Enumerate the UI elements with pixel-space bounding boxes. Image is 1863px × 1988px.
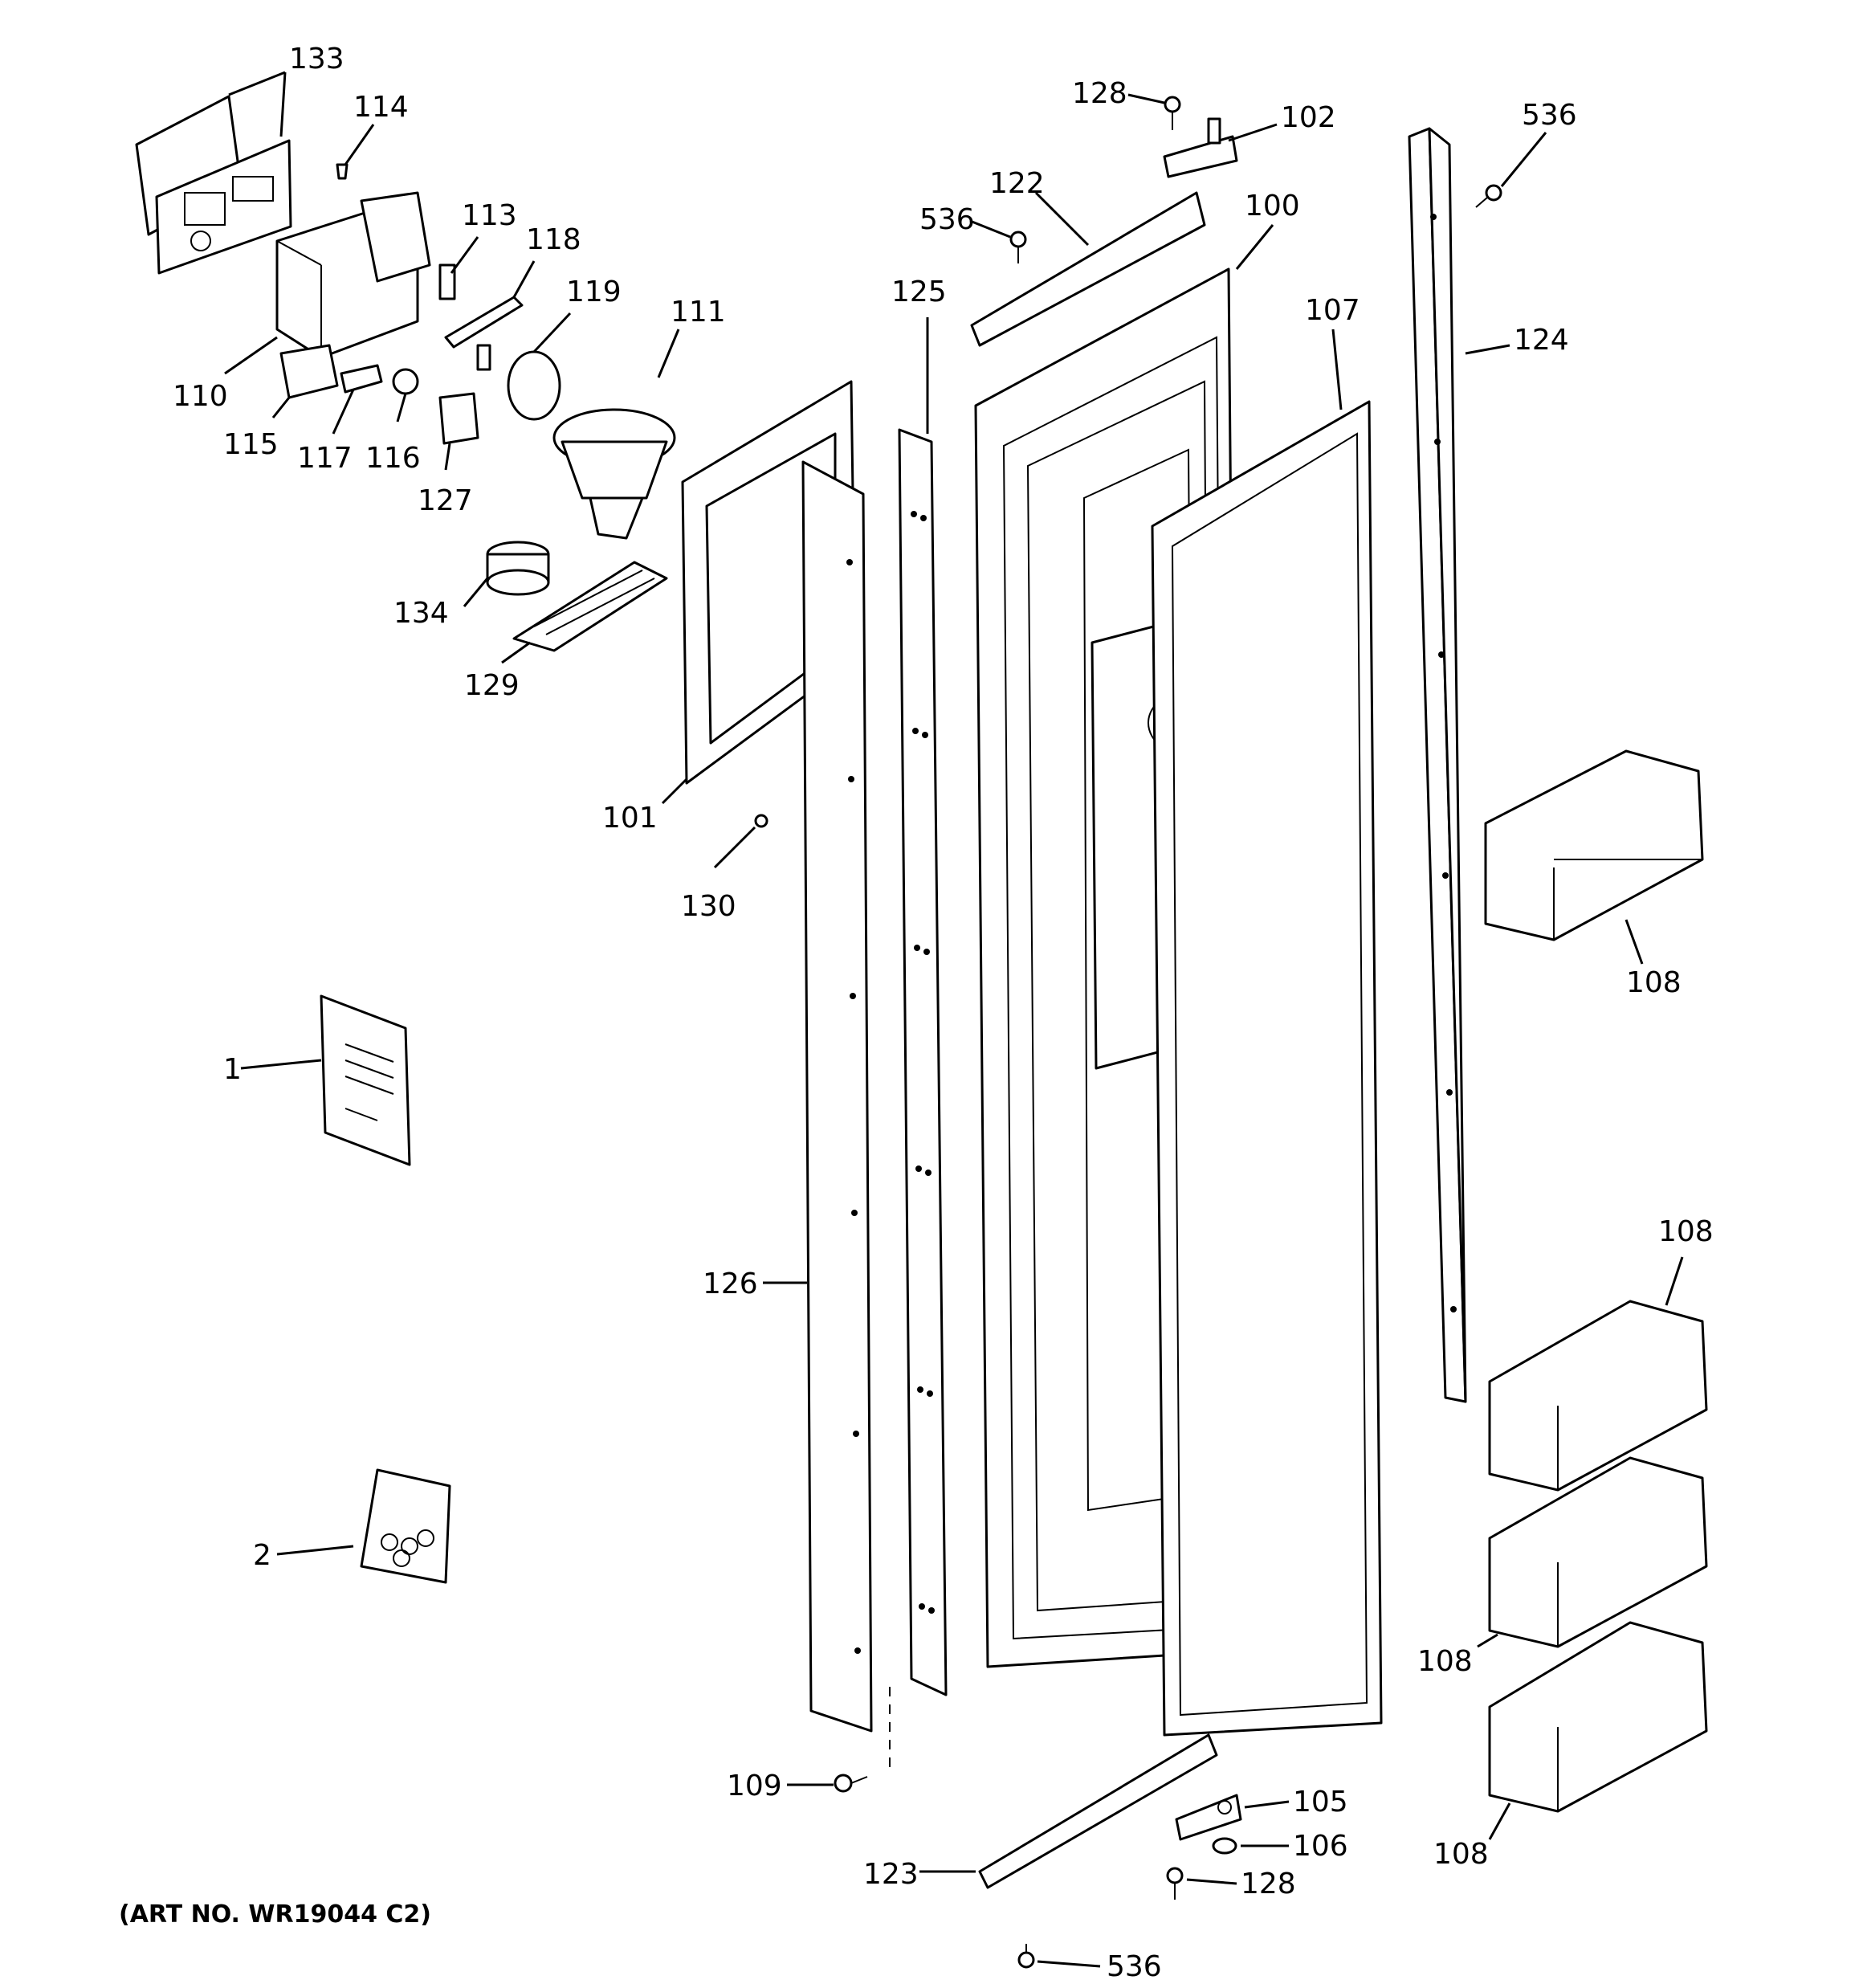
part-114-screw xyxy=(336,163,349,180)
callout-123: 123 xyxy=(863,1858,919,1891)
art-number: (ART NO. WR19044 C2) xyxy=(119,1900,431,1929)
part-536-screw-bottom xyxy=(1017,1944,1035,1969)
callout-109: 109 xyxy=(727,1770,782,1802)
callout-105: 105 xyxy=(1293,1786,1348,1819)
part-115-motor xyxy=(279,344,339,399)
part-134-coupler xyxy=(486,541,550,596)
callout-108-d: 108 xyxy=(1433,1838,1489,1871)
callout-100: 100 xyxy=(1245,190,1300,222)
callout-1: 1 xyxy=(223,1053,242,1086)
callout-107: 107 xyxy=(1305,294,1360,327)
part-123-bottom-bracket xyxy=(978,1733,1218,1889)
callout-126: 126 xyxy=(703,1268,758,1300)
callout-536-right: 536 xyxy=(1522,99,1577,132)
part-105-bottom-hinge xyxy=(1175,1794,1242,1841)
callout-128-bottom: 128 xyxy=(1241,1868,1296,1900)
part-128-screw-bottom xyxy=(1166,1867,1184,1900)
callout-122: 122 xyxy=(989,167,1045,200)
callout-114: 114 xyxy=(353,91,409,124)
callout-102: 102 xyxy=(1281,101,1336,134)
part-109-screw xyxy=(834,1774,868,1793)
callout-119: 119 xyxy=(566,276,622,308)
callout-128-top: 128 xyxy=(1072,77,1127,110)
callout-108-a: 108 xyxy=(1626,966,1682,999)
callout-133: 133 xyxy=(289,43,344,76)
part-102-top-hinge xyxy=(1163,117,1238,178)
callout-130: 130 xyxy=(681,890,736,923)
part-111-funnel xyxy=(552,408,676,540)
part-1-manual xyxy=(320,994,411,1166)
part-108-bin-d xyxy=(1488,1621,1708,1813)
part-2-hardware-bag xyxy=(360,1468,451,1584)
part-108-bin-b xyxy=(1488,1300,1708,1492)
part-117-actuator xyxy=(340,364,383,394)
callout-labels: 133 114 113 118 119 111 110 115 117 116 … xyxy=(173,43,1714,1983)
part-129-grille xyxy=(512,561,668,652)
part-536-screw-right xyxy=(1475,184,1502,208)
callout-536-bottom: 536 xyxy=(1107,1950,1162,1983)
callout-118: 118 xyxy=(526,223,581,256)
part-116-gear xyxy=(392,368,419,395)
part-128-screw-top xyxy=(1164,96,1181,130)
callout-110: 110 xyxy=(173,380,228,413)
part-125-trim-strip xyxy=(898,428,948,1696)
part-118-bracket xyxy=(444,296,524,371)
part-107-gasket xyxy=(1151,400,1383,1737)
callout-117: 117 xyxy=(297,442,353,475)
part-130-screw xyxy=(754,814,768,828)
part-122-top-bracket xyxy=(970,191,1206,347)
callout-113: 113 xyxy=(462,199,517,232)
part-106-bushing xyxy=(1212,1837,1237,1855)
callout-106: 106 xyxy=(1293,1830,1348,1863)
callout-125: 125 xyxy=(891,276,947,308)
callout-108-c: 108 xyxy=(1417,1645,1473,1678)
callout-2: 2 xyxy=(253,1539,271,1572)
leader-lines xyxy=(224,71,1684,1968)
part-113-switch xyxy=(438,263,456,300)
callout-111: 111 xyxy=(671,296,726,329)
callout-115: 115 xyxy=(223,428,279,461)
part-536-screw-top xyxy=(1009,231,1027,263)
callout-129: 129 xyxy=(464,669,520,702)
callout-108-b: 108 xyxy=(1658,1215,1714,1248)
part-127-solenoid xyxy=(438,392,479,445)
part-124-side-trim xyxy=(1408,127,1467,1403)
callout-536-top: 536 xyxy=(919,203,975,236)
callout-127: 127 xyxy=(418,484,473,517)
part-110-dispenser-housing xyxy=(275,191,431,359)
part-126-trim-strip xyxy=(801,460,873,1733)
part-133-control-board xyxy=(155,139,292,275)
callout-101: 101 xyxy=(602,802,658,835)
callout-134: 134 xyxy=(393,597,449,630)
part-108-bin-c xyxy=(1488,1456,1708,1648)
callout-124: 124 xyxy=(1514,324,1569,357)
callout-116: 116 xyxy=(365,442,421,475)
part-108-bin-a xyxy=(1484,749,1704,941)
part-119-ring xyxy=(507,350,561,421)
